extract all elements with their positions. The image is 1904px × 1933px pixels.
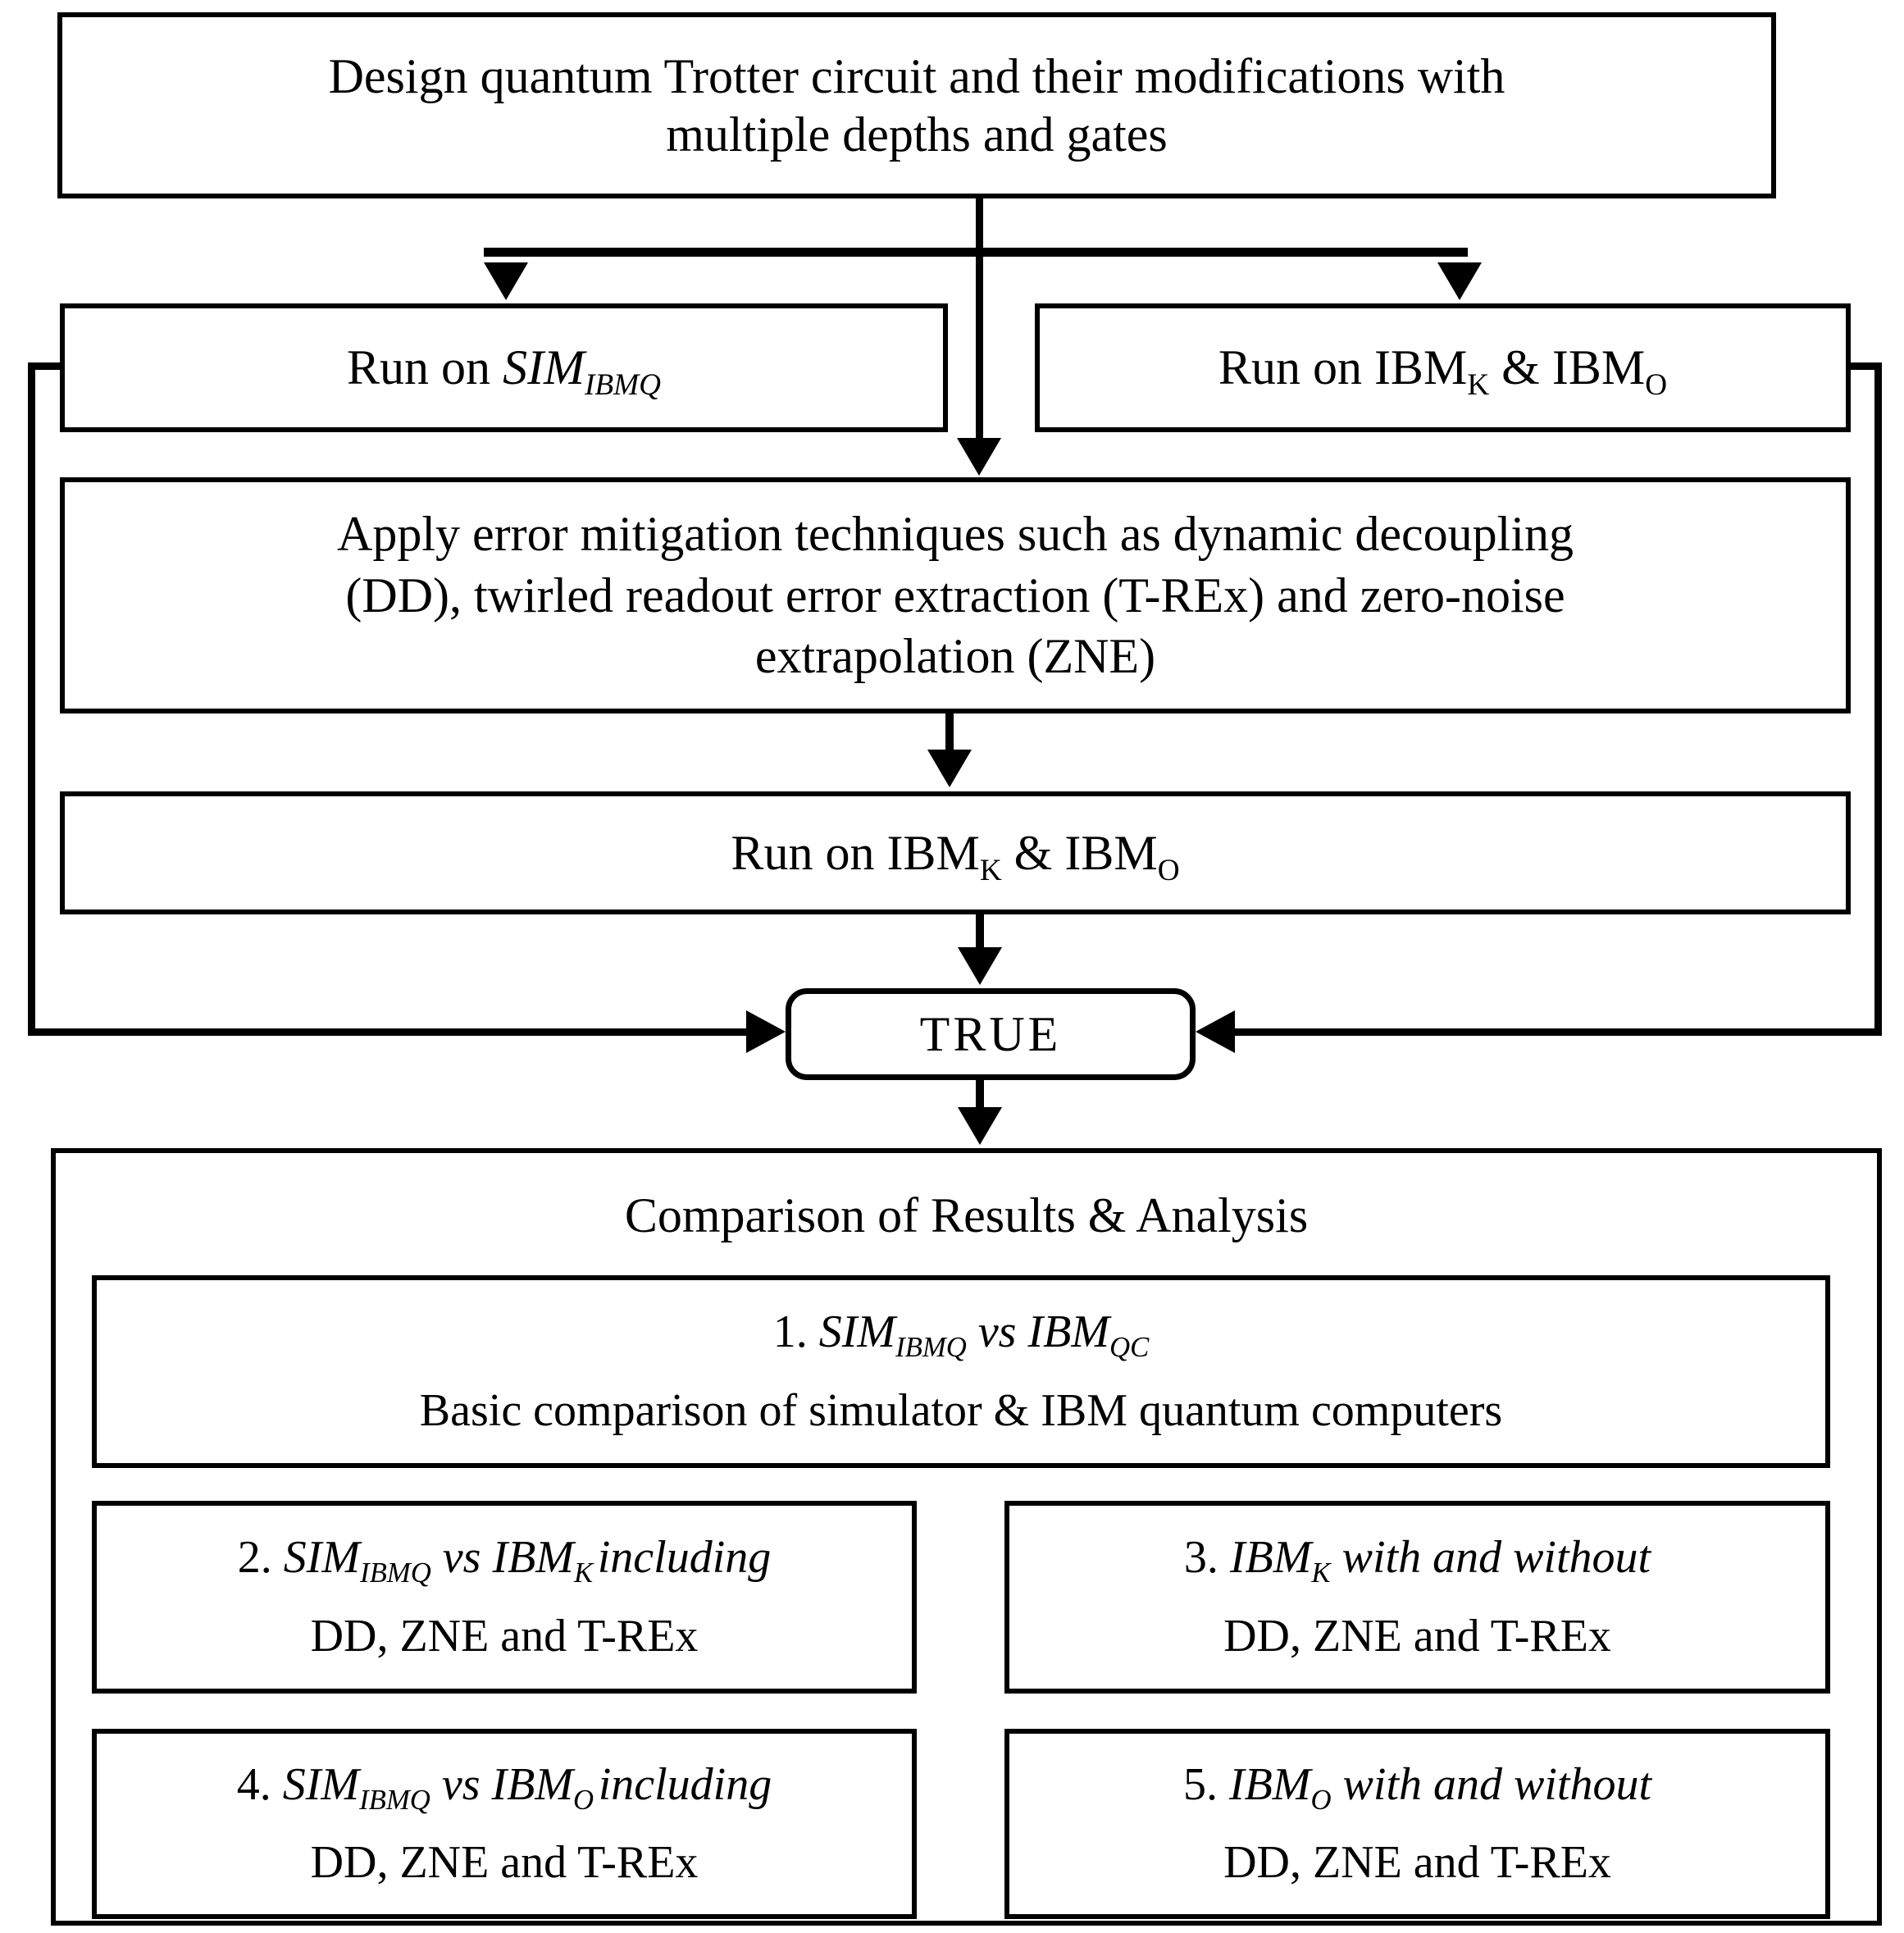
comparison-item4-line1: 4. SIMIBMQ vs IBMOincluding bbox=[237, 1746, 772, 1824]
run-ibm-mid-prefix: Run on bbox=[731, 825, 887, 880]
run-ibm-mid-sub2: O bbox=[1157, 853, 1180, 887]
item3-math: IBMK with and without bbox=[1229, 1532, 1651, 1587]
item4-tail: including bbox=[598, 1758, 772, 1810]
item3-ibm-sub: K bbox=[1311, 1557, 1331, 1589]
item2-ibm-sub: K bbox=[573, 1557, 594, 1589]
design-step-line1: Design quantum Trotter circuit and their… bbox=[328, 48, 1505, 103]
item4-sim: SIM bbox=[282, 1758, 360, 1810]
item5-ibm: IBM bbox=[1228, 1758, 1311, 1810]
arrowhead-left-icon bbox=[1196, 1010, 1235, 1053]
comparison-item3-line1: 3. IBMK with and without bbox=[1184, 1519, 1651, 1597]
feedback-left-horizontal-top bbox=[28, 362, 60, 370]
comparison-item2-box: 2. SIMIBMQ vs IBMKincluding DD, ZNE and … bbox=[92, 1501, 917, 1694]
connector-apply-to-run bbox=[945, 713, 954, 751]
run-sim-sim: SIM bbox=[503, 340, 585, 395]
run-ibm-top-box: Run on IBMK & IBMO bbox=[1035, 303, 1851, 432]
run-sim-prefix: Run on bbox=[347, 340, 503, 395]
arrowhead-down-icon bbox=[958, 947, 1002, 985]
apply-mitigation-box: Apply error mitigation techniques such a… bbox=[60, 477, 1851, 713]
comparison-item2-line2: DD, ZNE and T-REx bbox=[310, 1610, 699, 1662]
arrowhead-down-icon bbox=[1437, 262, 1482, 300]
item1-sim: SIM bbox=[818, 1306, 896, 1358]
item2-math: SIMIBMQ vs IBMKincluding bbox=[283, 1532, 772, 1587]
item5-ibm-sub: O bbox=[1310, 1784, 1332, 1816]
item3-number: 3. bbox=[1183, 1532, 1230, 1584]
arrowhead-right-icon bbox=[746, 1010, 786, 1053]
run-ibm-top-sub2: O bbox=[1645, 368, 1668, 403]
run-sim-math: SIMIBMQ bbox=[503, 340, 661, 400]
item2-tail: including bbox=[597, 1532, 772, 1584]
item4-math: SIMIBMQ vs IBMOincluding bbox=[282, 1758, 772, 1814]
arrowhead-down-icon bbox=[927, 750, 972, 787]
item2-ibm: IBM bbox=[492, 1532, 574, 1584]
item2-number: 2. bbox=[237, 1532, 284, 1584]
item2-vs: vs bbox=[430, 1532, 493, 1584]
comparison-item5-line1: 5. IBMO with and without bbox=[1183, 1746, 1651, 1824]
item1-ibm-sub: QC bbox=[1109, 1331, 1150, 1364]
run-ibm-mid-amp: & bbox=[1001, 825, 1065, 880]
comparison-item1-box: 1. SIMIBMQ vs IBMQC Basic comparison of … bbox=[92, 1275, 1830, 1468]
item2-sim-sub: IBMQ bbox=[360, 1557, 431, 1589]
item1-number: 1. bbox=[772, 1306, 819, 1358]
run-sim-label: Run on SIMIBMQ bbox=[347, 339, 661, 400]
apply-mitigation-line1: Apply error mitigation techniques such a… bbox=[337, 507, 1574, 562]
run-ibm-top-prefix: Run on bbox=[1218, 340, 1374, 395]
item1-sim-sub: IBMQ bbox=[895, 1331, 967, 1364]
item1-ibm: IBM bbox=[1027, 1306, 1109, 1358]
item4-vs: vs bbox=[430, 1758, 492, 1810]
feedback-right-horizontal-top bbox=[1851, 362, 1882, 370]
item5-number: 5. bbox=[1182, 1758, 1229, 1810]
arrowhead-down-icon bbox=[957, 438, 1001, 476]
arrowhead-down-icon bbox=[484, 262, 528, 300]
feedback-left-vertical bbox=[28, 362, 35, 1036]
item4-number: 4. bbox=[236, 1758, 283, 1810]
design-step-line2: multiple depths and gates bbox=[666, 107, 1168, 162]
run-ibm-top-sub1: K bbox=[1467, 368, 1490, 403]
item2-sim: SIM bbox=[283, 1532, 361, 1584]
arrowhead-down-icon bbox=[958, 1107, 1002, 1145]
run-sim-box: Run on SIMIBMQ bbox=[60, 303, 948, 432]
item3-tail: with and without bbox=[1330, 1532, 1651, 1584]
run-ibm-top-amp: & bbox=[1489, 340, 1552, 395]
comparison-item5-line2: DD, ZNE and T-REx bbox=[1223, 1837, 1611, 1888]
item1-vs: vs bbox=[966, 1306, 1028, 1358]
true-box: TRUE bbox=[786, 988, 1196, 1080]
feedback-left-horizontal-bottom bbox=[28, 1028, 748, 1036]
comparison-item4-line2: DD, ZNE and T-REx bbox=[310, 1837, 699, 1888]
item4-ibm-sub: O bbox=[573, 1784, 594, 1816]
comparison-title: Comparison of Results & Analysis bbox=[624, 1188, 1309, 1242]
apply-mitigation-line3: extrapolation (ZNE) bbox=[754, 629, 1156, 684]
item4-sim-sub: IBMQ bbox=[359, 1784, 430, 1816]
comparison-item4-box: 4. SIMIBMQ vs IBMOincluding DD, ZNE and … bbox=[92, 1729, 917, 1919]
comparison-item1-line2: Basic comparison of simulator & IBM quan… bbox=[419, 1384, 1503, 1436]
item5-tail: with and without bbox=[1331, 1758, 1652, 1810]
run-sim-sub: IBMQ bbox=[585, 368, 661, 403]
run-ibm-mid-label: Run on IBMK & IBMO bbox=[731, 824, 1179, 886]
item4-ibm: IBM bbox=[491, 1758, 574, 1810]
feedback-right-horizontal-bottom bbox=[1235, 1028, 1882, 1036]
comparison-item2-line1: 2. SIMIBMQ vs IBMKincluding bbox=[238, 1519, 772, 1597]
run-ibm-mid-sub1: K bbox=[979, 853, 1002, 887]
feedback-right-vertical bbox=[1874, 362, 1882, 1036]
comparison-item1-line1: 1. SIMIBMQ vs IBMQC bbox=[773, 1293, 1149, 1371]
connector-run-to-true bbox=[976, 914, 984, 951]
apply-mitigation-line2: (DD), twirled readout error extraction (… bbox=[345, 568, 1565, 622]
connector-main-vertical bbox=[976, 198, 983, 440]
comparison-item5-box: 5. IBMO with and without DD, ZNE and T-R… bbox=[1004, 1729, 1830, 1919]
item3-ibm: IBM bbox=[1229, 1532, 1312, 1584]
run-ibm-mid-box: Run on IBMK & IBMO bbox=[60, 791, 1851, 914]
run-ibm-top-ibm1: IBM bbox=[1373, 340, 1468, 395]
item5-math: IBMO with and without bbox=[1228, 1758, 1652, 1814]
run-ibm-top-ibm2: IBM bbox=[1551, 340, 1646, 395]
connector-true-to-comparison bbox=[976, 1080, 984, 1110]
connector-branch-horizontal bbox=[484, 248, 1468, 257]
run-ibm-mid-ibm1: IBM bbox=[886, 825, 980, 880]
run-ibm-mid-ibm2: IBM bbox=[1064, 825, 1158, 880]
comparison-item3-line2: DD, ZNE and T-REx bbox=[1223, 1610, 1611, 1662]
run-ibm-top-label: Run on IBMK & IBMO bbox=[1218, 339, 1667, 400]
true-label: TRUE bbox=[919, 1006, 1062, 1061]
comparison-item3-box: 3. IBMK with and without DD, ZNE and T-R… bbox=[1004, 1501, 1830, 1694]
item1-math: SIMIBMQ vs IBMQC bbox=[818, 1306, 1149, 1361]
design-step-box: Design quantum Trotter circuit and their… bbox=[57, 12, 1776, 198]
